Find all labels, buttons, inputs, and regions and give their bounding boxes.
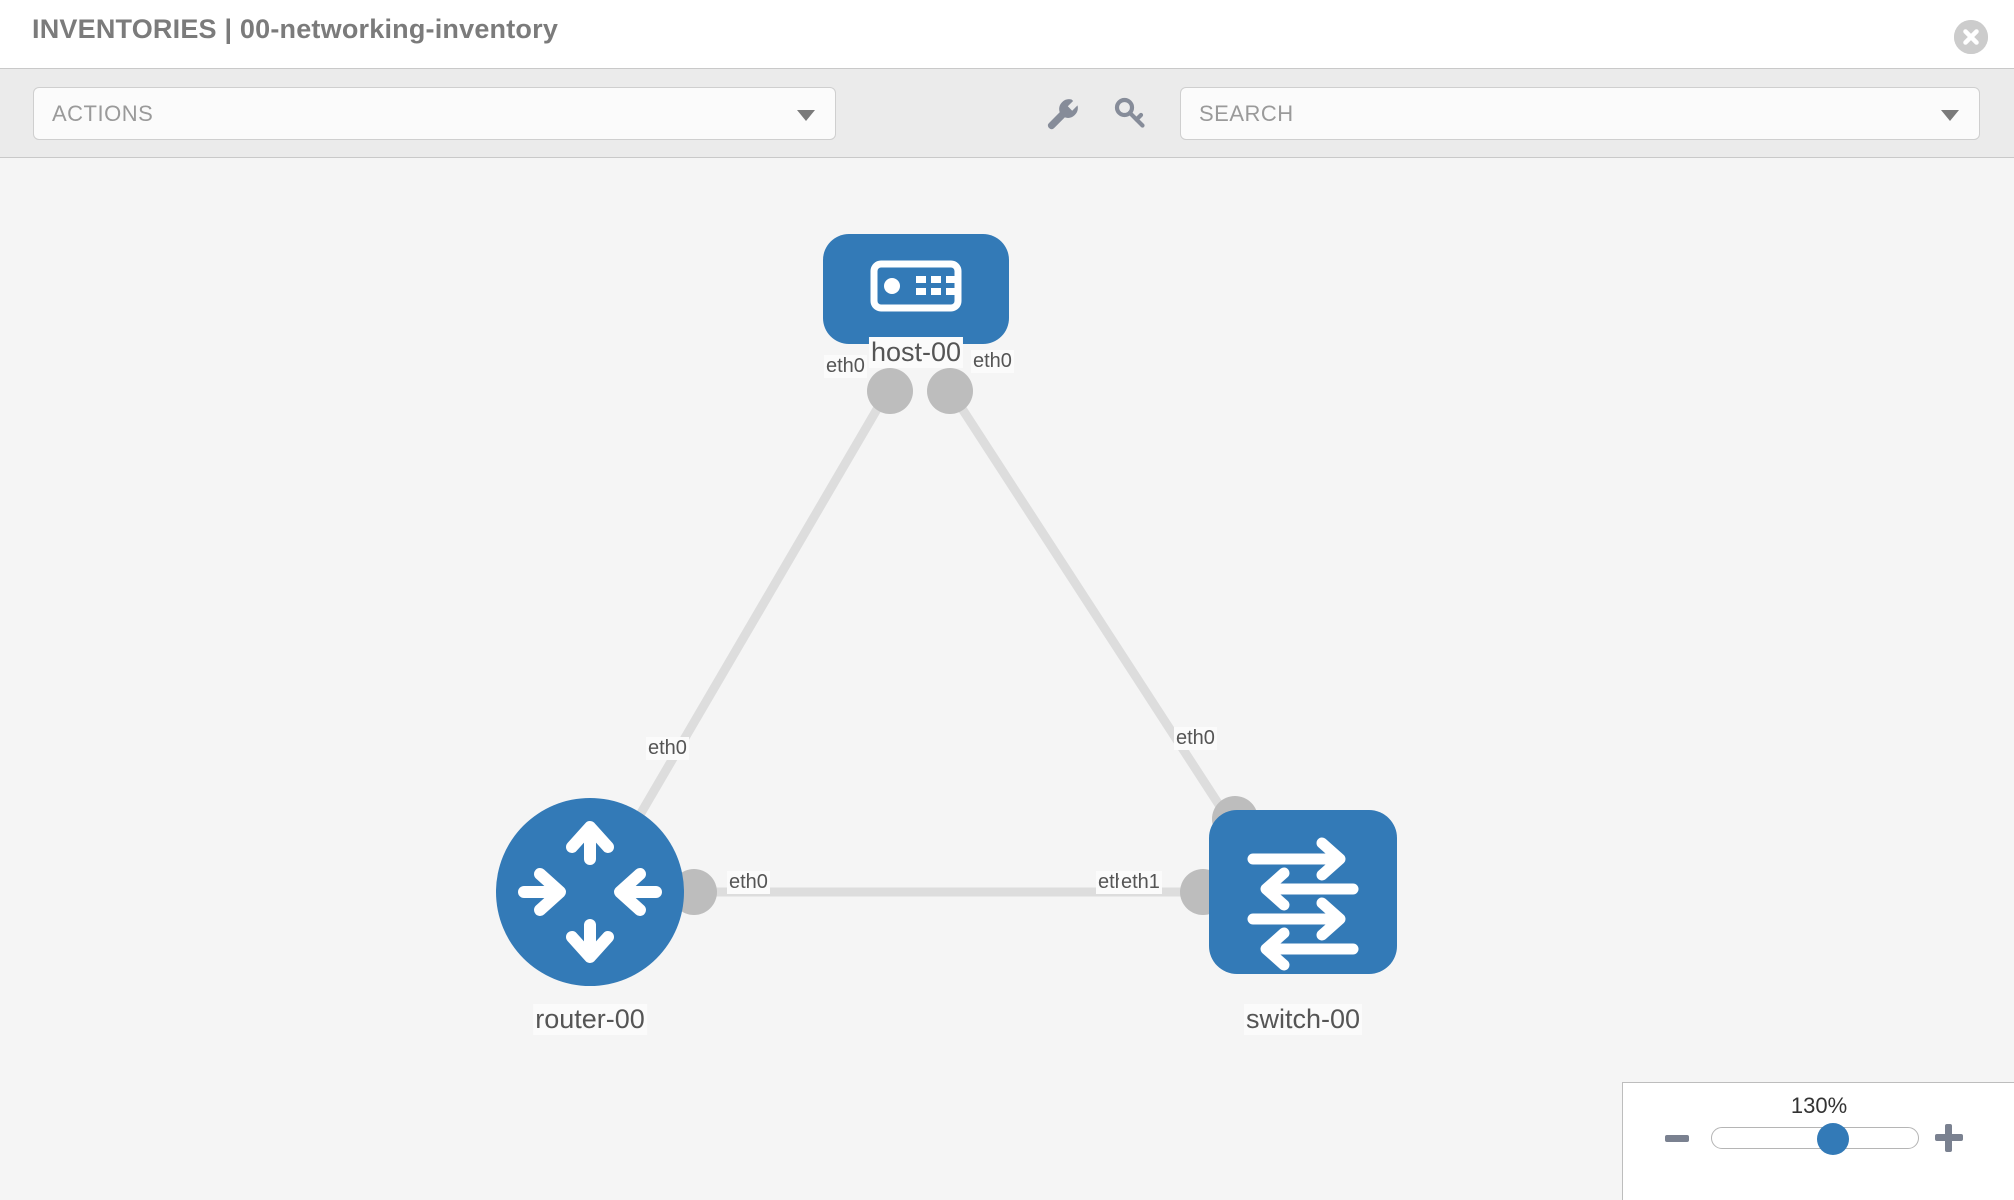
zoom-slider-thumb[interactable] bbox=[1816, 1123, 1849, 1155]
chevron-down-icon[interactable] bbox=[1941, 110, 1959, 121]
router-arrows-icon bbox=[518, 821, 662, 963]
key-icon[interactable] bbox=[1108, 91, 1152, 135]
zoom-level-label: 130% bbox=[1790, 1093, 1848, 1118]
switch-arrows-icon bbox=[1247, 837, 1359, 971]
plus-icon[interactable] bbox=[1935, 1124, 1963, 1152]
link-host00-router00 bbox=[616, 384, 894, 852]
search-placeholder: SEARCH bbox=[1199, 101, 1294, 126]
close-icon[interactable] bbox=[1954, 20, 1988, 54]
search-input[interactable]: SEARCH bbox=[1180, 87, 1980, 140]
wrench-icon[interactable] bbox=[1040, 91, 1084, 135]
link-host00-switch00 bbox=[944, 384, 1240, 834]
node-router-00 bbox=[496, 798, 684, 986]
iface-label-switch00-eth1: eth1 bbox=[1119, 871, 1162, 894]
iface-label-host00-right: eth0 bbox=[971, 350, 1014, 373]
page-title: INVENTORIES | 00-networking-inventory bbox=[32, 14, 559, 44]
topology-canvas[interactable]: host-00 router-00 switch-00 eth0 eth0 et… bbox=[0, 159, 2014, 1200]
node-label-switch-00: switch-00 bbox=[1243, 1004, 1363, 1035]
iface-label-router00-eth0: eth0 bbox=[727, 871, 770, 894]
topology-graph bbox=[496, 234, 1397, 986]
port-host00-eth0-right bbox=[927, 368, 973, 414]
topology-links bbox=[616, 384, 1240, 897]
port-host00-eth0-left bbox=[867, 368, 913, 414]
chevron-down-icon bbox=[797, 110, 815, 121]
node-label-host-00: host-00 bbox=[868, 337, 964, 368]
zoom-control-panel: 130% bbox=[1622, 1082, 2014, 1200]
iface-label-switch00-uplink: eth0 bbox=[1174, 727, 1217, 750]
node-switch-00 bbox=[1209, 810, 1397, 974]
toolbar: ACTIONS SEARCH bbox=[0, 68, 2014, 158]
server-icon bbox=[870, 260, 962, 312]
zoom-slider[interactable] bbox=[1711, 1123, 1919, 1155]
node-label-router-00: router-00 bbox=[533, 1004, 647, 1035]
actions-dropdown-label: ACTIONS bbox=[52, 101, 154, 126]
node-host-00 bbox=[823, 234, 1009, 344]
minus-icon[interactable] bbox=[1665, 1135, 1689, 1142]
actions-dropdown[interactable]: ACTIONS bbox=[33, 87, 836, 140]
iface-label-host00-left: eth0 bbox=[824, 355, 867, 378]
topology-ports bbox=[671, 368, 1258, 915]
iface-label-router00-uplink: eth0 bbox=[646, 737, 689, 760]
page-header: INVENTORIES | 00-networking-inventory bbox=[0, 0, 2014, 68]
